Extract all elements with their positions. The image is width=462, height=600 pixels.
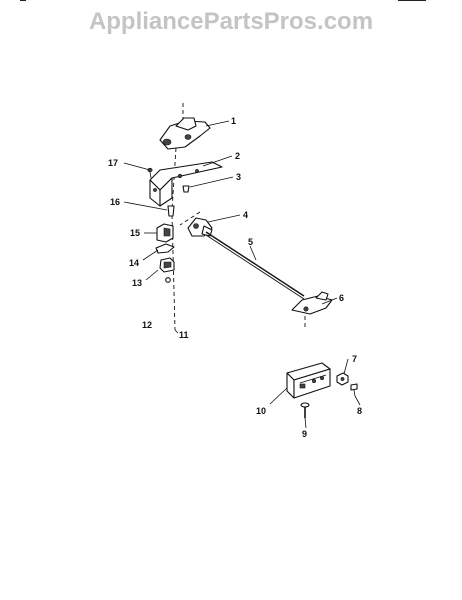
corner-mark-right	[398, 0, 426, 1]
callout-2: 2	[235, 151, 240, 161]
part-4-lever	[187, 217, 213, 237]
part-15-switch	[156, 223, 174, 243]
callout-6: 6	[339, 293, 344, 303]
callout-12: 12	[142, 320, 152, 330]
part-13-small-switch	[159, 257, 175, 283]
axis-line-middle	[171, 147, 177, 211]
leader-lines	[123, 120, 361, 429]
callout-17: 17	[108, 158, 118, 168]
part-5-rod	[205, 231, 305, 300]
axis-line-lower	[171, 214, 176, 331]
callout-13: 13	[132, 278, 142, 288]
callout-16: 16	[110, 197, 120, 207]
part-8-screw	[350, 383, 358, 397]
part-10-lower-bracket	[286, 362, 331, 399]
callout-4: 4	[243, 210, 248, 220]
part-14-clip	[155, 243, 175, 254]
callout-10: 10	[256, 406, 266, 416]
part-1-cam-bracket	[159, 117, 211, 150]
part-16-pin	[167, 205, 175, 217]
callout-3: 3	[236, 172, 241, 182]
part-7-nut	[336, 372, 349, 386]
callout-7: 7	[352, 354, 357, 364]
part-2-mounting-bracket	[149, 161, 223, 207]
callout-8: 8	[357, 406, 362, 416]
part-9-screw	[300, 402, 310, 418]
axis-line-link	[179, 211, 201, 226]
part-3-screw	[182, 185, 190, 193]
callout-11: 11	[179, 330, 189, 340]
callout-5: 5	[248, 237, 253, 247]
callout-1: 1	[231, 116, 236, 126]
callout-9: 9	[302, 429, 307, 439]
watermark: AppliancePartsPros.com	[88, 8, 374, 35]
callout-14: 14	[129, 258, 139, 268]
corner-mark-left	[20, 0, 26, 1]
callout-15: 15	[130, 228, 140, 238]
